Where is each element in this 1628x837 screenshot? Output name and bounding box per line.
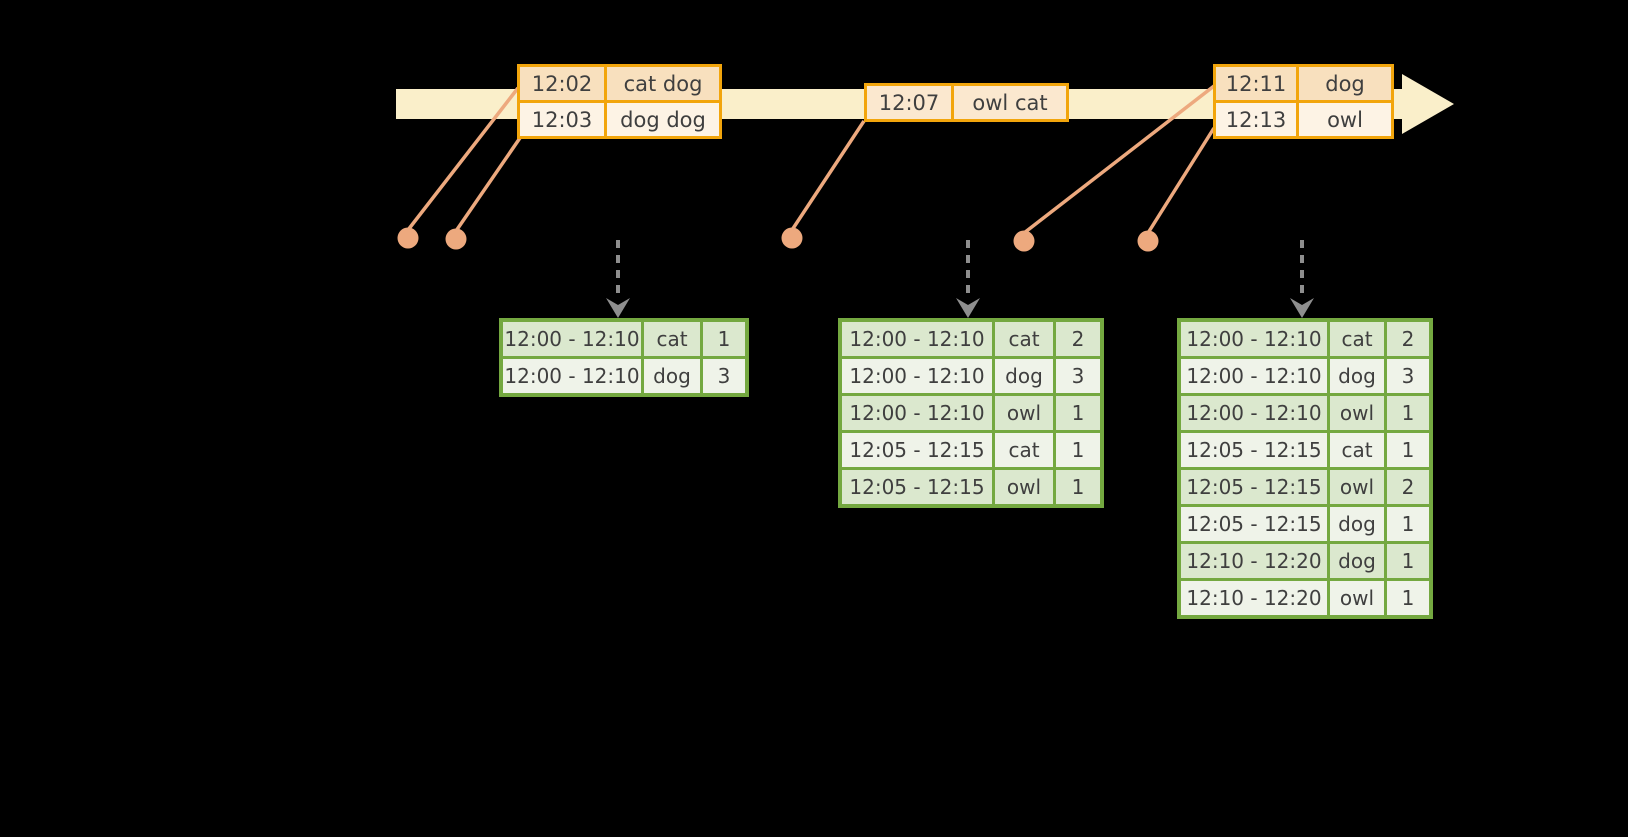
result-table-3: 12:00 - 12:10 cat 2 12:00 - 12:10 dog 3 … [1177,318,1433,619]
window-cell: 12:05 - 12:15 [1181,507,1327,541]
window-cell: 12:00 - 12:10 [1181,322,1327,356]
dashed-arrowhead-icon [606,298,630,318]
event-time-cell: 12:02 [520,67,604,100]
count-cell: 1 [1056,396,1100,430]
count-cell: 3 [703,359,745,393]
word-cell: owl [995,396,1053,430]
event-dot [445,228,467,250]
event-dot [781,227,803,249]
connector-line [1022,84,1216,235]
count-cell: 1 [1387,507,1429,541]
word-cell: cat [1330,322,1384,356]
dashed-arrowhead-icon [1290,298,1314,318]
event-words-cell: cat dog [607,67,719,100]
window-cell: 12:00 - 12:10 [1181,396,1327,430]
event-time-cell: 12:13 [1216,103,1296,136]
window-cell: 12:00 - 12:10 [503,322,641,356]
trigger-arrow-lines [616,240,1304,298]
word-cell: cat [995,433,1053,467]
dashed-arrowhead-icon [956,298,980,318]
word-cell: dog [1330,544,1384,578]
event-words-cell: owl cat [954,86,1066,119]
window-cell: 12:10 - 12:20 [1181,581,1327,615]
count-cell: 2 [1387,322,1429,356]
count-cell: 1 [1387,544,1429,578]
event-dot [1013,230,1035,252]
window-cell: 12:05 - 12:15 [842,470,992,504]
event-dots [397,227,1159,252]
connector-line [406,86,520,232]
window-cell: 12:10 - 12:20 [1181,544,1327,578]
connector-line [1146,127,1216,234]
event-dot [1137,230,1159,252]
window-cell: 12:00 - 12:10 [842,359,992,393]
event-time-cell: 12:07 [867,86,951,119]
word-cell: dog [644,359,700,393]
word-cell: cat [644,322,700,356]
word-cell: owl [1330,396,1384,430]
event-time-cell: 12:11 [1216,67,1296,100]
timeline-arrowhead-icon [1402,74,1454,134]
word-cell: dog [995,359,1053,393]
word-cell: owl [1330,581,1384,615]
connector-line [790,120,866,231]
count-cell: 1 [703,322,745,356]
event-connector-lines [406,84,1216,235]
count-cell: 1 [1387,581,1429,615]
window-cell: 12:00 - 12:10 [842,322,992,356]
window-cell: 12:00 - 12:10 [842,396,992,430]
event-dot [397,227,419,249]
word-cell: cat [1330,433,1384,467]
result-table-1: 12:00 - 12:10 cat 1 12:00 - 12:10 dog 3 [499,318,749,397]
event-words-cell: dog dog [607,103,719,136]
count-cell: 1 [1056,433,1100,467]
window-cell: 12:00 - 12:10 [1181,359,1327,393]
count-cell: 3 [1056,359,1100,393]
event-words-cell: dog [1299,67,1391,100]
event-table-2: 12:07 owl cat [864,83,1069,122]
event-table-1: 12:02 cat dog 12:03 dog dog [517,64,722,139]
count-cell: 1 [1056,470,1100,504]
event-words-cell: owl [1299,103,1391,136]
window-cell: 12:00 - 12:10 [503,359,641,393]
trigger-arrowheads [606,298,1314,318]
word-cell: owl [1330,470,1384,504]
connector-line [454,134,524,232]
result-table-2: 12:00 - 12:10 cat 2 12:00 - 12:10 dog 3 … [838,318,1104,508]
count-cell: 2 [1056,322,1100,356]
word-cell: dog [1330,507,1384,541]
count-cell: 3 [1387,359,1429,393]
word-cell: dog [1330,359,1384,393]
word-cell: cat [995,322,1053,356]
count-cell: 2 [1387,470,1429,504]
window-cell: 12:05 - 12:15 [1181,470,1327,504]
count-cell: 1 [1387,433,1429,467]
event-time-cell: 12:03 [520,103,604,136]
word-cell: owl [995,470,1053,504]
window-cell: 12:05 - 12:15 [1181,433,1327,467]
event-table-3: 12:11 dog 12:13 owl [1213,64,1394,139]
count-cell: 1 [1387,396,1429,430]
window-cell: 12:05 - 12:15 [842,433,992,467]
